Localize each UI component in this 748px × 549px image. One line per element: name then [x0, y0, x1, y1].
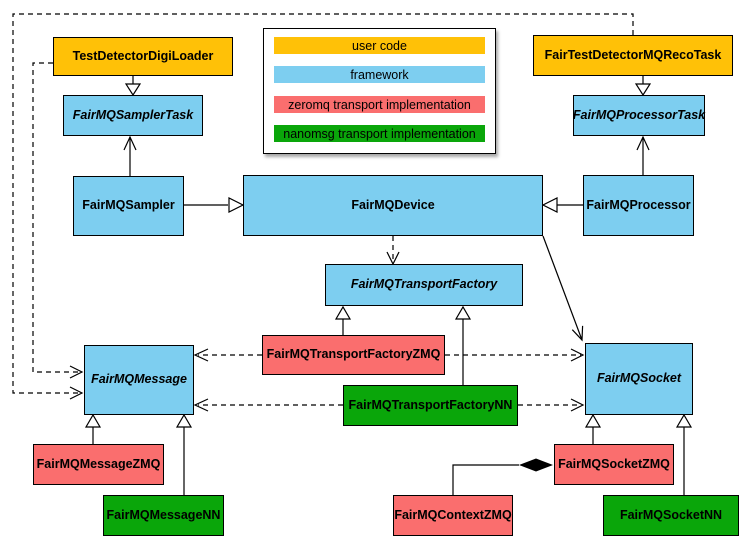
legend-swatch-nanomsg: nanomsg transport implementation: [274, 125, 485, 142]
node-label-fairmqdevice: FairMQDevice: [351, 197, 435, 212]
node-label-fairmqprocessor: FairMQProcessor: [586, 197, 691, 212]
legend-label-zeromq: zeromq transport implementation: [288, 97, 471, 112]
node-label-fairmqsocket: FairMQSocket: [596, 371, 682, 386]
node-label-testdetectordigiloader: TestDetectorDigiLoader: [72, 48, 214, 63]
inheritance-triangle-processortask: [634, 83, 652, 97]
legend-swatch-user-code: user code: [274, 37, 485, 54]
composition-diamond-socketzmq: [519, 458, 553, 472]
inheritance-triangle-factory-nn: [454, 305, 472, 320]
node-label-fairmqtransportfactorynn: FairMQTransportFactoryNN: [348, 397, 513, 412]
node-fairmqmessage: FairMQMessage: [84, 345, 194, 415]
node-label-fairtestdetectormqrecotask: FairTestDetectorMQRecoTask: [544, 47, 722, 62]
inheritance-triangle-message-zmq: [84, 413, 102, 428]
node-label-fairmqcontextzmq: FairMQContextZMQ: [394, 507, 512, 522]
node-label-fairmqmessage: FairMQMessage: [91, 372, 187, 387]
inheritance-triangle-socket-nn: [675, 413, 693, 428]
edge-contextzmq-socketzmq: [452, 464, 519, 495]
inheritance-triangle-samplertask: [124, 83, 142, 97]
arrowhead-samplertask: [123, 135, 137, 151]
edge-device-socket: [542, 235, 583, 341]
legend-swatch-zeromq: zeromq transport implementation: [274, 96, 485, 113]
node-fairmqcontextzmq: FairMQContextZMQ: [393, 495, 513, 536]
node-fairmqprocessor: FairMQProcessor: [583, 175, 694, 236]
arrowhead-message-right-nn: [193, 398, 209, 412]
edge-digiloader-message-dashed: [32, 62, 79, 373]
node-fairmqtransportfactoryzmq: FairMQTransportFactoryZMQ: [262, 335, 445, 375]
arrowhead-message-left-inner: [69, 365, 84, 379]
node-fairmqsocket: FairMQSocket: [585, 343, 693, 415]
inheritance-triangle-message-nn: [175, 413, 193, 428]
node-label-fairmqsamplertask: FairMQSamplerTask: [72, 107, 194, 122]
arrowhead-socket-left-zmq: [570, 348, 585, 362]
node-label-fairmqtransportfactory: FairMQTransportFactory: [350, 277, 498, 292]
arrowhead-socket-top: [571, 325, 584, 342]
legend-label-framework: framework: [350, 67, 409, 82]
node-fairmqmessagezmq: FairMQMessageZMQ: [33, 444, 164, 485]
inheritance-triangle-device-right: [541, 197, 558, 213]
node-fairmqsamplertask: FairMQSamplerTask: [63, 95, 203, 136]
legend-box: user code framework zeromq transport imp…: [263, 28, 496, 154]
inheritance-triangle-device-left: [228, 197, 245, 213]
node-fairmqsampler: FairMQSampler: [73, 176, 184, 236]
node-label-fairmqsocketzmq: FairMQSocketZMQ: [558, 456, 670, 471]
node-fairtestdetectormqrecotask: FairTestDetectorMQRecoTask: [533, 35, 733, 76]
node-fairmqprocessortask: FairMQProcessorTask: [573, 95, 705, 136]
arrowhead-socket-left-nn: [570, 398, 585, 412]
node-label-fairmqsampler: FairMQSampler: [82, 198, 175, 213]
inheritance-triangle-socket-zmq: [584, 413, 602, 428]
node-fairmqdevice: FairMQDevice: [243, 175, 543, 236]
arrowhead-processortask: [636, 135, 650, 151]
node-label-fairmqtransportfactoryzmq: FairMQTransportFactoryZMQ: [266, 347, 441, 362]
node-label-fairmqmessagenn: FairMQMessageNN: [106, 507, 221, 522]
node-label-fairmqprocessortask: FairMQProcessorTask: [572, 107, 706, 122]
node-fairmqsocketzmq: FairMQSocketZMQ: [554, 444, 674, 485]
node-label-fairmqsocketnn: FairMQSocketNN: [619, 507, 723, 522]
node-testdetectordigiloader: TestDetectorDigiLoader: [53, 37, 233, 76]
legend-swatch-framework: framework: [274, 66, 485, 83]
legend-label-user-code: user code: [352, 38, 407, 53]
legend-label-nanomsg: nanomsg transport implementation: [283, 126, 476, 141]
node-fairmqsocketnn: FairMQSocketNN: [603, 495, 739, 536]
edge-recotask-message-dashed: [12, 13, 634, 394]
arrowhead-message-right-zmq: [193, 348, 209, 362]
node-fairmqtransportfactory: FairMQTransportFactory: [325, 264, 523, 306]
node-label-fairmqmessagezmq: FairMQMessageZMQ: [36, 456, 161, 471]
arrowhead-message-left-outer: [69, 386, 84, 400]
inheritance-triangle-factory-zmq: [334, 305, 352, 320]
node-fairmqtransportfactorynn: FairMQTransportFactoryNN: [343, 385, 518, 426]
node-fairmqmessagenn: FairMQMessageNN: [103, 495, 224, 536]
